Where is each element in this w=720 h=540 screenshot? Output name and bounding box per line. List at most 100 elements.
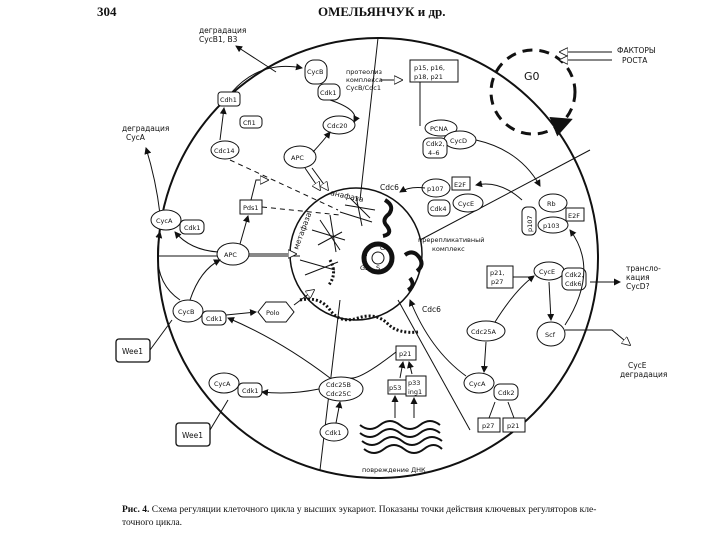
e2f-label-a: E2F: [454, 181, 466, 189]
cyce-label-a: CycE: [458, 200, 474, 208]
phase-g2: G2: [360, 264, 369, 272]
cdc20-label: Cdc20: [327, 122, 348, 130]
proteolysis-label-2: комплекса: [346, 76, 383, 84]
damaged-dna-icon: [359, 420, 443, 454]
apc-to-anaphase-2: [311, 167, 328, 190]
cyce-node-a: [452, 193, 484, 213]
pds1-arrow: [250, 180, 268, 201]
spindle-fibres: [299, 195, 376, 276]
cdk1-left-node: [179, 219, 205, 235]
cdk26-label-2: Cdk6: [565, 280, 582, 288]
wee1-label-top: Wee1: [122, 347, 143, 356]
cdc14-label: Cdc14: [214, 147, 235, 155]
cdk1-node: [317, 83, 341, 101]
cycb-to-apc: [189, 259, 221, 301]
figure-caption: Рис. 4. Схема регуляции клеточного цикла…: [122, 504, 662, 530]
cyca-left-label: CycA: [156, 217, 173, 225]
wee1-inhibit: [149, 319, 173, 351]
cdc25a-to-cyce: [494, 275, 535, 323]
degradation-cycb-arrow: [235, 45, 277, 73]
p33-box: [405, 375, 427, 397]
cdh1-node: [217, 91, 241, 107]
cdk1-to-polo: [225, 309, 257, 317]
degradation-cycb-label-2: CycB1, B3: [199, 35, 238, 44]
anaphase-label: анафаза: [330, 188, 365, 204]
cdk1-lowest-node: [319, 422, 349, 442]
growth-factors-label-2: РОСТА: [622, 56, 648, 65]
cdk1-to-cdc25: [335, 401, 343, 424]
e2f-to-cdc6-arrow: [399, 185, 426, 193]
cdk24-node: [422, 137, 448, 159]
apc-left-label: APC: [224, 251, 237, 259]
rb-to-e2f-arrow: [475, 180, 523, 201]
chromosome-blob: [406, 276, 415, 292]
cyca-bottom-node: [208, 372, 240, 394]
g0-dashed-circle: [489, 48, 577, 136]
translocation-label: трансло-: [626, 264, 661, 273]
cdk1-bottom-label: Cdk1: [242, 387, 259, 395]
cdc14-to-cdh1: [219, 107, 227, 141]
scf-to-rb: [564, 229, 585, 326]
pds1-dashed: [261, 206, 341, 216]
cdc6-bottom: Cdc6: [422, 305, 441, 314]
rb-node: [538, 193, 568, 213]
p107-label-b: p107: [526, 215, 534, 232]
page-number: 304: [97, 4, 117, 19]
e2f-label-b: E2F: [568, 212, 580, 220]
translocation-label-3: CycD?: [626, 282, 650, 291]
cdc14-dashed: [229, 159, 339, 211]
cycb-label: CycB: [307, 68, 323, 76]
p53-label: p53: [389, 384, 401, 392]
inhibitors-label: p15, p16,: [414, 64, 445, 72]
wee1-label-bottom: Wee1: [182, 431, 203, 440]
p33-label-2: ing1: [408, 388, 422, 396]
cdk24-label: Cdk2,: [426, 140, 445, 148]
dna-strand: [326, 259, 335, 287]
cdc25-to-cycb: [227, 317, 331, 379]
g0-label: G0: [524, 70, 540, 83]
wee1-box-bottom: [175, 422, 211, 447]
caption-text: Схема регуляции клеточного цикла у высши…: [149, 505, 597, 515]
p33-to-p21: [407, 361, 414, 375]
cycd-to-rb-arrow: [475, 139, 541, 187]
degradation-cyca-label-2: CycA: [126, 133, 146, 142]
p27-label: p27: [482, 422, 494, 430]
proteolysis-label: протеолиз: [346, 68, 382, 76]
p21-to-cdk1: [349, 351, 397, 379]
cyca-bottom-label: CycA: [214, 380, 231, 388]
inhibitors-label-2: p18, p21: [414, 73, 443, 81]
cdk1-left-label: Cdk1: [184, 224, 201, 232]
p27-inhibit: [488, 401, 496, 419]
pds1-label: Pds1: [243, 204, 259, 212]
cdc25-label-2: Cdc25C: [326, 390, 352, 398]
e2f-node-a: [451, 176, 471, 191]
pcna-node: [424, 119, 458, 137]
g0-return-arrow: [549, 116, 573, 137]
rb-label: Rb: [547, 200, 556, 208]
cdk2-label: Cdk2: [498, 389, 515, 397]
chromosome-blob: [403, 250, 424, 273]
growth-factors-label: ФАКТОРЫ: [617, 46, 656, 55]
wee1-box-top: [115, 338, 151, 363]
cyce-degradation-label-2: деградация: [620, 370, 667, 379]
apc-to-cdc20-arrow: [312, 131, 331, 153]
cycb-loop-arrow: [155, 231, 181, 301]
p33-label: p33: [408, 379, 420, 387]
cfi1-label: Cfi1: [243, 119, 256, 127]
cdk2-node: [493, 383, 519, 401]
cyca-left-node: [150, 209, 182, 231]
cdh1-to-cycb-arrow: [231, 63, 303, 93]
cdk4-node: [427, 199, 451, 217]
cdk1-left2-label: Cdk1: [206, 315, 223, 323]
p21-inhibit: [507, 401, 515, 419]
cdc20-node: [322, 115, 356, 135]
p21p27-label: p21,: [490, 269, 504, 277]
translocation-label-2: кация: [626, 273, 650, 282]
apc-top-node: [283, 145, 317, 169]
sector-line-right: [419, 149, 591, 241]
sector-line-top: [359, 37, 379, 201]
running-header-authors: ОМЕЛЬЯНЧУК и др.: [318, 4, 446, 19]
cdc6-top: Cdc6: [380, 183, 399, 192]
scf-node: [536, 321, 566, 347]
cdk1-left2-node: [201, 310, 227, 326]
